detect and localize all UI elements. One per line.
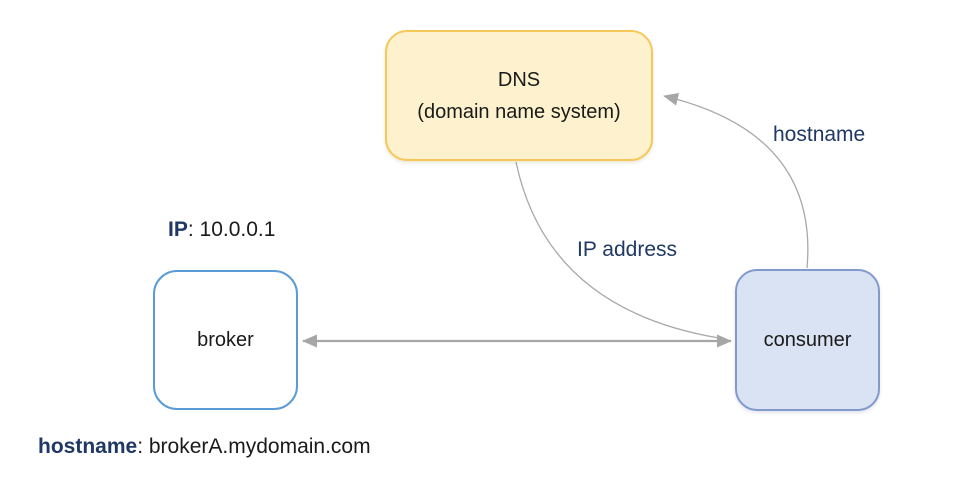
broker-hostname-value: : brokerA.mydomain.com (137, 435, 371, 458)
broker-node-label: broker (197, 328, 254, 351)
dns-node-subtitle: (domain name system) (417, 100, 621, 123)
broker-hostname-key: hostname (38, 435, 138, 458)
broker-ip-annotation: IP: 10.0.0.1 (168, 218, 275, 242)
hostname-request-arrow (663, 92, 809, 269)
consumer-node-label: consumer (763, 328, 852, 351)
consumer-node: consumer (735, 269, 880, 411)
ip-response-arrow (515, 161, 720, 339)
dns-node-title: DNS (497, 68, 541, 91)
ip-address-edge-label: IP address (577, 238, 678, 261)
broker-hostname-annotation: hostname: brokerA.mydomain.com (38, 435, 371, 459)
broker-node: broker (153, 270, 298, 410)
broker-ip-key: IP (168, 218, 188, 241)
broker-ip-value: : 10.0.0.1 (187, 218, 276, 241)
hostname-edge-label: hostname (773, 123, 866, 146)
dns-node: DNS (domain name system) (385, 30, 653, 161)
